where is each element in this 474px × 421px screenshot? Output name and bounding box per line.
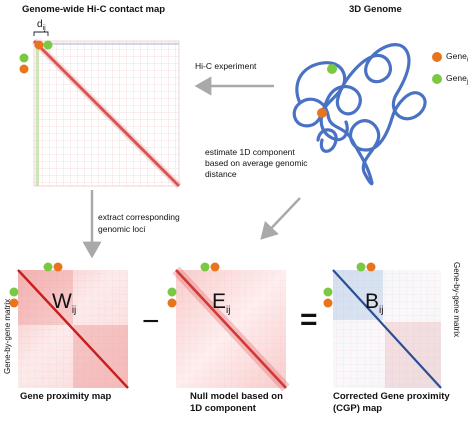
legend-gene-j-dot [432, 74, 442, 84]
hic-diagonal [32, 39, 181, 188]
gene-by-gene-label-left: Gene-by-gene matrix [3, 298, 12, 374]
gene-j-marker-top [43, 40, 53, 50]
legend-gene-i-dot [432, 52, 442, 62]
gene-i-in-3d [317, 108, 327, 118]
equals-operator: = [300, 303, 318, 336]
genome3d-title: 3D Genome [349, 4, 402, 15]
dij-label: dij [37, 19, 46, 32]
dij-bracket [33, 31, 49, 36]
b-caption-1: Corrected Gene proximity [333, 391, 450, 402]
estimate-label-2: based on average genomic [205, 158, 308, 168]
gene-by-gene-label-right: Gene-by-gene matrix [452, 262, 461, 338]
e-letter: Eij [212, 290, 231, 317]
legend-gene-i: Genei [446, 51, 469, 64]
gene-i-marker-top [34, 40, 44, 50]
hic-contact-map [31, 38, 182, 189]
estimate-label-1: estimate 1D component [205, 147, 295, 157]
estimate-arrow [260, 197, 301, 240]
gene-i-marker-side [19, 64, 29, 74]
e-matrix [172, 266, 290, 392]
b-matrix [332, 269, 442, 389]
b-caption-2: (CGP) map [333, 403, 383, 414]
extract-label-1: extract corresponding [98, 212, 180, 222]
hic-map-title: Genome-wide Hi-C contact map [22, 4, 166, 15]
minus-operator: − [142, 305, 160, 338]
chromatin-fiber [292, 43, 427, 186]
hic-experiment-label: Hi-C experiment [195, 61, 257, 71]
e-caption-1: Null model based on [190, 391, 283, 402]
b-letter: Bij [365, 290, 384, 317]
gene-j-marker-side [19, 53, 29, 63]
estimate-label-3: distance [205, 169, 237, 179]
extract-label-2: genomic loci [98, 224, 146, 234]
w-letter: Wij [52, 290, 77, 317]
legend-gene-j: Genej [446, 73, 469, 86]
e-caption-2: 1D component [190, 403, 256, 414]
w-caption: Gene proximity map [20, 391, 112, 402]
w-matrix [17, 269, 129, 389]
gene-j-in-3d [327, 64, 337, 74]
chromosome-bar [36, 43, 39, 186]
